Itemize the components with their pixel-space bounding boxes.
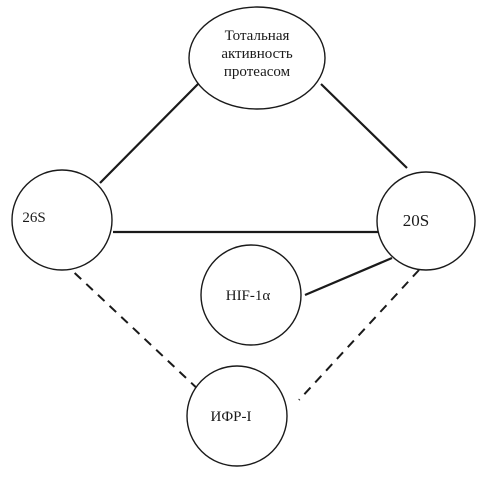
node-hif: HIF-1α	[200, 244, 302, 346]
edge-26s-ifr-dashed	[62, 261, 202, 393]
node-20s: 20S	[376, 171, 476, 271]
node-ifr-shape	[186, 365, 288, 467]
node-total-activity-label-line2: активность	[221, 46, 293, 62]
edge-20s-ifr-dashed	[298, 269, 420, 401]
node-26s: 26S	[11, 169, 113, 271]
node-total-activity: Тотальная активность протеасом	[188, 6, 326, 110]
node-26s-label: 26S	[22, 210, 45, 226]
node-total-activity-label-line1: Тотальная	[225, 28, 290, 44]
node-hif-shape	[200, 244, 302, 346]
edge-26s-total-activity	[99, 82, 200, 184]
node-total-activity-shape	[188, 6, 326, 110]
edge-20s-total-activity	[320, 83, 408, 169]
node-total-activity-label-line3: протеасом	[224, 64, 291, 80]
node-hif-label: HIF-1α	[226, 288, 271, 304]
node-ifr: ИФР-I	[186, 365, 288, 467]
node-20s-shape	[376, 171, 476, 271]
edge-hif-20s	[304, 256, 393, 297]
node-26s-shape	[11, 169, 113, 271]
node-20s-label: 20S	[403, 211, 429, 230]
node-ifr-label: ИФР-I	[210, 409, 251, 425]
